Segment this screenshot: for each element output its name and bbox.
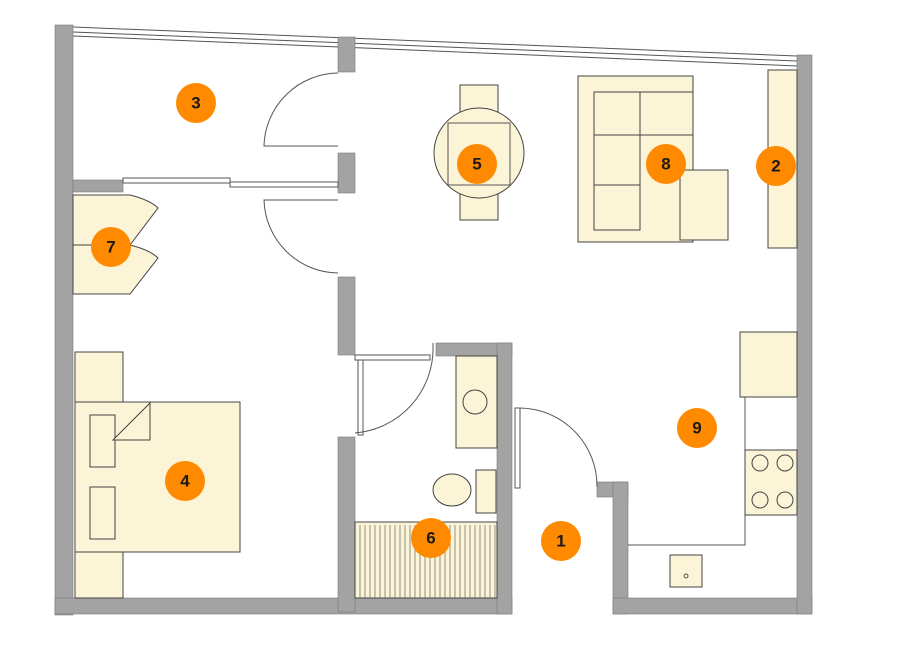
marker-label: 8	[661, 155, 670, 174]
marker-label: 6	[426, 529, 435, 548]
marker-label: 4	[180, 472, 190, 491]
marker-label: 2	[771, 157, 780, 176]
marker-label: 3	[191, 94, 200, 113]
marker-label: 9	[692, 419, 701, 438]
marker-1: 1	[541, 521, 581, 561]
marker-4: 4	[165, 461, 205, 501]
marker-6: 6	[411, 518, 451, 558]
marker-5: 5	[457, 144, 497, 184]
bed	[74, 351, 241, 599]
bathroom-fixtures	[354, 355, 498, 599]
marker-3: 3	[176, 83, 216, 123]
marker-label: 5	[472, 155, 481, 174]
marker-label: 1	[556, 532, 565, 551]
marker-8: 8	[646, 144, 686, 184]
marker-7: 7	[91, 227, 131, 267]
marker-9: 9	[677, 408, 717, 448]
sofa	[577, 75, 729, 243]
marker-label: 7	[106, 238, 115, 257]
doors	[122, 72, 598, 489]
marker-2: 2	[756, 146, 796, 186]
window-top	[72, 26, 798, 67]
kitchen	[628, 331, 798, 588]
